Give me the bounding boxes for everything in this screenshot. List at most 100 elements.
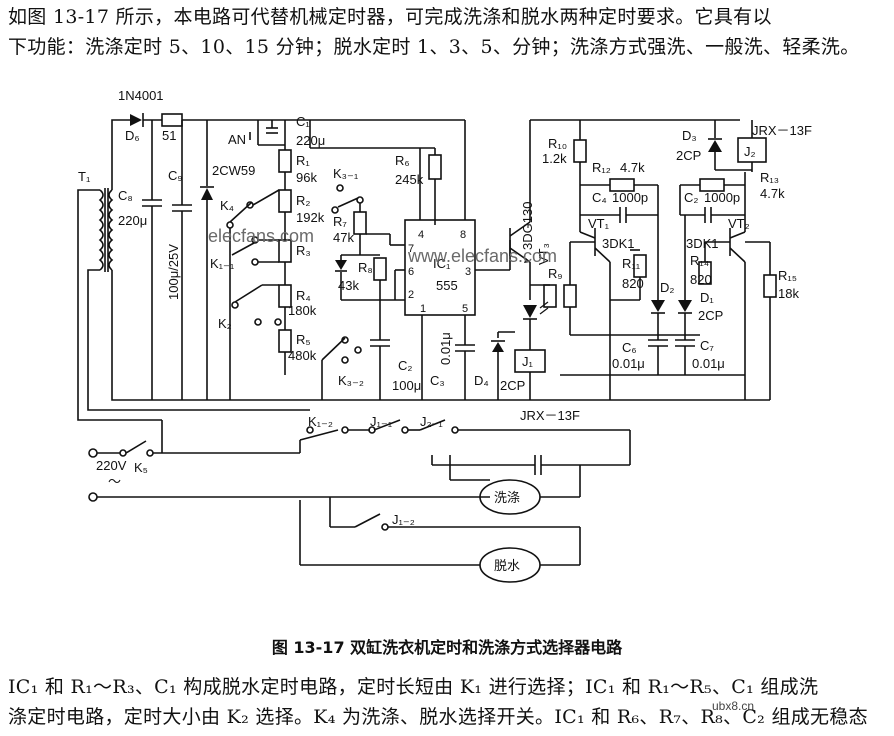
label-j2-1: J₂₋₁ xyxy=(420,414,443,429)
label-c6: C₆ xyxy=(622,340,637,355)
label-r5: R₅ xyxy=(296,332,311,347)
label-c3-val: 0.01μ xyxy=(438,332,453,365)
label-c1: C₁ xyxy=(296,114,310,129)
label-r8: R₈ xyxy=(358,260,373,275)
switch-k1-2 xyxy=(299,426,349,453)
switch-k5 xyxy=(119,440,154,457)
diode-d4 xyxy=(491,340,505,352)
label-pin2: 2 xyxy=(408,289,414,301)
label-r4: R₄ xyxy=(296,288,311,303)
label-k3-2: K₃₋₂ xyxy=(338,373,364,388)
label-c2: C₂ xyxy=(398,358,412,373)
label-r6-val: 245k xyxy=(395,172,424,187)
resistor-r1 xyxy=(278,149,292,173)
switch-k1-1 xyxy=(231,236,279,266)
label-r9: R₉ xyxy=(548,266,563,281)
label-c6-val: 0.01μ xyxy=(612,356,645,371)
switch-k2 xyxy=(231,284,282,326)
label-pin8: 8 xyxy=(460,229,466,241)
label-dk1-right: 3DK1 xyxy=(686,236,719,251)
label-r8-val: 43k xyxy=(338,278,359,293)
body-line-1: IC₁ 和 R₁～R₃、C₁ 构成脱水定时电路，定时长短由 K₁ 进行选择；IC… xyxy=(8,676,819,698)
label-c4-val: 1000p xyxy=(612,190,648,205)
label-d2: D₂ xyxy=(660,280,674,295)
label-r2-val: 192k xyxy=(296,210,325,225)
label-r14-val: 820 xyxy=(690,272,712,287)
label-jrx-bottom: JRX－13F xyxy=(520,408,580,423)
transistor-vt3 xyxy=(509,221,531,263)
label-vt2: VT₂ xyxy=(728,216,750,231)
label-r6: R₆ xyxy=(395,153,410,168)
label-r1: R₁ xyxy=(296,153,310,168)
diode-d1 xyxy=(678,300,692,314)
label-an: AN xyxy=(228,132,246,147)
mains-terminal-top xyxy=(88,448,98,458)
label-k1-2: K₁₋₂ xyxy=(308,414,333,429)
label-c8-val: 220μ xyxy=(118,213,147,228)
label-r4-val: 180k xyxy=(288,303,317,318)
body-line-2: 涤定时电路，定时大小由 K₂ 选择。K₄ 为洗涤、脱水选择开关。IC₁ 和 R₆… xyxy=(8,706,868,728)
label-vt1: VT₁ xyxy=(588,216,610,231)
label-r14: R₁₄ xyxy=(690,253,709,268)
label-d6-part: 1N4001 xyxy=(118,88,164,103)
label-r1-val: 96k xyxy=(296,170,317,185)
resistor-r10 xyxy=(573,139,587,163)
body-paragraph: IC₁ 和 R₁～R₃、C₁ 构成脱水定时电路，定时长短由 K₁ 进行选择；IC… xyxy=(8,672,888,732)
label-c2b: C₂ xyxy=(684,190,698,205)
label-c9-val: 100μ/25V xyxy=(166,244,181,300)
label-d4: D₄ xyxy=(474,373,489,388)
resistor-r14 xyxy=(698,261,712,285)
label-pin3: 3 xyxy=(465,266,471,278)
label-d4-part: 2CP xyxy=(500,378,525,393)
label-r10-val: 1.2k xyxy=(542,151,567,166)
label-c3: C₃ xyxy=(430,373,445,388)
label-r2: R₂ xyxy=(296,193,310,208)
zener-2cw59 xyxy=(200,186,214,200)
switch-k4 xyxy=(226,189,280,229)
label-r12: R₁₂ xyxy=(592,160,611,175)
label-c8: C₈ xyxy=(118,188,133,203)
label-r11: R₁₁ xyxy=(622,256,641,271)
label-dk1-left: 3DK1 xyxy=(602,236,635,251)
label-j1-2: J₁₋₂ xyxy=(392,512,415,527)
label-j1-1: J₁₋₁ xyxy=(370,414,393,429)
figure-caption: 图 13-17 双缸洗衣机定时和洗涤方式选择器电路 xyxy=(271,638,623,657)
label-jrx-top: JRX－13F xyxy=(752,123,812,138)
label-d6: D₆ xyxy=(125,128,140,143)
label-motor-wash: 洗涤 xyxy=(494,491,520,506)
label-220v: 220V xyxy=(96,458,127,473)
label-r5-val: 480k xyxy=(288,348,317,363)
label-ic-part: 555 xyxy=(436,278,458,293)
label-r15-val: 18k xyxy=(778,286,799,301)
intro-line-2: 下功能：洗涤定时 5、10、15 分钟；脱水定时 1、3、5、分钟；洗涤方式强洗… xyxy=(8,36,860,58)
transformer-t1 xyxy=(98,188,114,272)
label-vt3-part: 3DG130 xyxy=(520,202,535,250)
resistor-r15 xyxy=(763,274,777,298)
label-d3-part: 2CP xyxy=(676,148,701,163)
intro-line-1: 如图 13-17 所示，本电路可代替机械定时器，可完成洗涤和脱水两种定时要求。它… xyxy=(8,6,772,28)
label-r51: 51 xyxy=(162,128,176,143)
label-r7-val: 47k xyxy=(333,230,354,245)
switch-j1-2 xyxy=(354,513,389,531)
label-pin7: 7 xyxy=(408,243,414,255)
ic1-555 xyxy=(404,219,476,316)
resistor-r8 xyxy=(373,257,387,281)
label-k5: K₅ xyxy=(134,460,148,475)
mains-terminal-bottom xyxy=(88,492,98,502)
label-c7: C₇ xyxy=(700,338,714,353)
label-c2b-val: 1000p xyxy=(704,190,740,205)
label-j2: J₂ xyxy=(744,144,756,159)
label-pin4: 4 xyxy=(418,229,424,241)
label-tilde: ～ xyxy=(108,474,121,489)
watermark-center: www.elecfans.com xyxy=(407,246,557,266)
label-c1-val: 220μ xyxy=(296,133,325,148)
intro-paragraph: 如图 13-17 所示，本电路可代替机械定时器，可完成洗涤和脱水两种定时要求。它… xyxy=(8,2,888,62)
diode-d6 xyxy=(130,113,144,127)
label-vt3: VT₃ xyxy=(536,243,551,265)
label-pin6: 6 xyxy=(408,266,414,278)
label-r13-val: 4.7k xyxy=(760,186,785,201)
label-c4: C₄ xyxy=(592,190,607,205)
resistor-r2 xyxy=(278,189,292,213)
transistor-vt1 xyxy=(570,215,611,263)
